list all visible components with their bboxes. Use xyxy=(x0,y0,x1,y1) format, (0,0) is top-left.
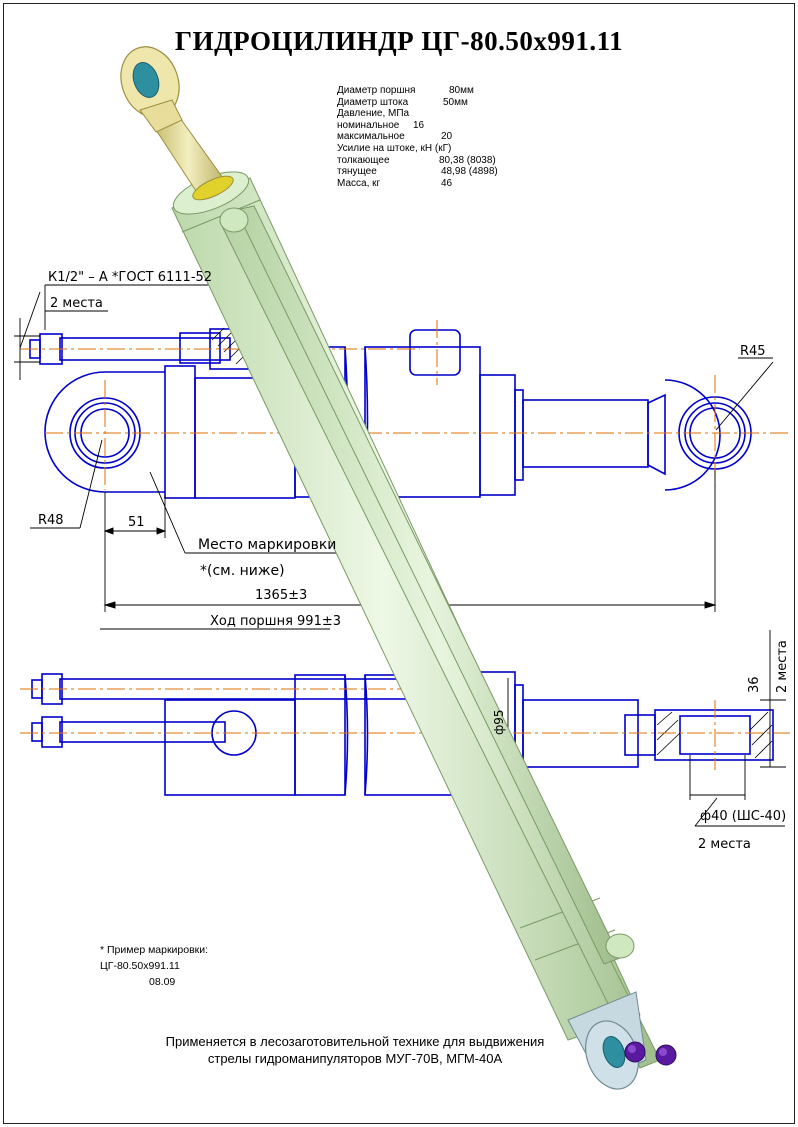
marking-example-line2: 08.09 xyxy=(149,976,176,988)
marking-place-label: Место маркировки xyxy=(198,537,336,553)
rear-eye-outline xyxy=(44,371,165,493)
length-label: 1365±3 xyxy=(255,588,307,603)
plan-break-right xyxy=(364,674,369,796)
bolt-head-1 xyxy=(624,1041,646,1063)
see-below-label: *(см. ниже) xyxy=(200,563,285,579)
plan-barrel-left xyxy=(294,674,346,796)
plan-front-eye xyxy=(654,709,774,761)
marking-example-line1: ЦГ-80.50х991.11 xyxy=(100,960,180,972)
drawing-title: ГИДРОЦИЛИНДР ЦГ-80.50х991.11 xyxy=(174,26,624,56)
plan-pipe-lower xyxy=(59,721,226,743)
bolt-head-2 xyxy=(655,1044,677,1066)
plan-pipe-lower-cap xyxy=(31,722,43,742)
front-gland xyxy=(479,374,516,496)
plan-pipe-lower-nut xyxy=(41,716,63,748)
front-gland-step xyxy=(514,389,524,481)
bearing-label: ф40 (ШС-40) xyxy=(700,809,786,824)
plan-eye-hatch xyxy=(656,711,773,759)
sheet-border xyxy=(3,3,795,1124)
d51-label: 51 xyxy=(128,515,145,530)
marking-example-heading: * Пример маркировки: xyxy=(100,944,209,956)
front-eye-outline xyxy=(664,379,721,491)
d95-label: ф95 xyxy=(492,709,506,735)
pipe-top-fitting xyxy=(219,207,249,233)
d36-label: 36 xyxy=(747,676,762,693)
rod-eye-bore xyxy=(132,62,160,98)
cylinder-illustration xyxy=(120,46,677,1090)
stroke-label: Ход поршня 991±3 xyxy=(210,614,341,629)
side-view xyxy=(29,328,752,499)
port-fitting-top xyxy=(409,329,461,376)
footer-line-2: стрелы гидроманипуляторов МУГ-70В, МГМ-4… xyxy=(207,1051,503,1066)
rod-neck xyxy=(647,393,666,476)
places-bottom-label: 2 места xyxy=(698,837,751,852)
thread-label: К1/2" – А *ГОСТ 6111-52 xyxy=(48,270,212,285)
centerlines-top xyxy=(20,320,790,490)
rod-eye-neck xyxy=(139,99,183,133)
plan-rear-cap xyxy=(164,699,296,796)
pipe-short xyxy=(235,205,621,965)
footer-line-1: Применяется в лесозаготовительной техник… xyxy=(165,1034,545,1049)
pipe-bottom-fitting xyxy=(605,933,635,959)
footer-note: Применяется в лесозаготовительной техник… xyxy=(100,1033,610,1067)
rear-eye-bore xyxy=(602,1036,626,1068)
r48-label: R48 xyxy=(38,513,64,528)
places-right-label: 2 места xyxy=(775,640,790,693)
plan-break-left xyxy=(344,674,349,796)
pipe-nut xyxy=(179,332,221,364)
centerlines-plan xyxy=(20,688,790,770)
places-top-label: 2 места xyxy=(50,296,103,311)
rear-head xyxy=(164,365,196,499)
plan-rod-collar xyxy=(624,714,656,756)
rod-collar xyxy=(192,175,234,201)
r45-label: R45 xyxy=(740,344,766,359)
